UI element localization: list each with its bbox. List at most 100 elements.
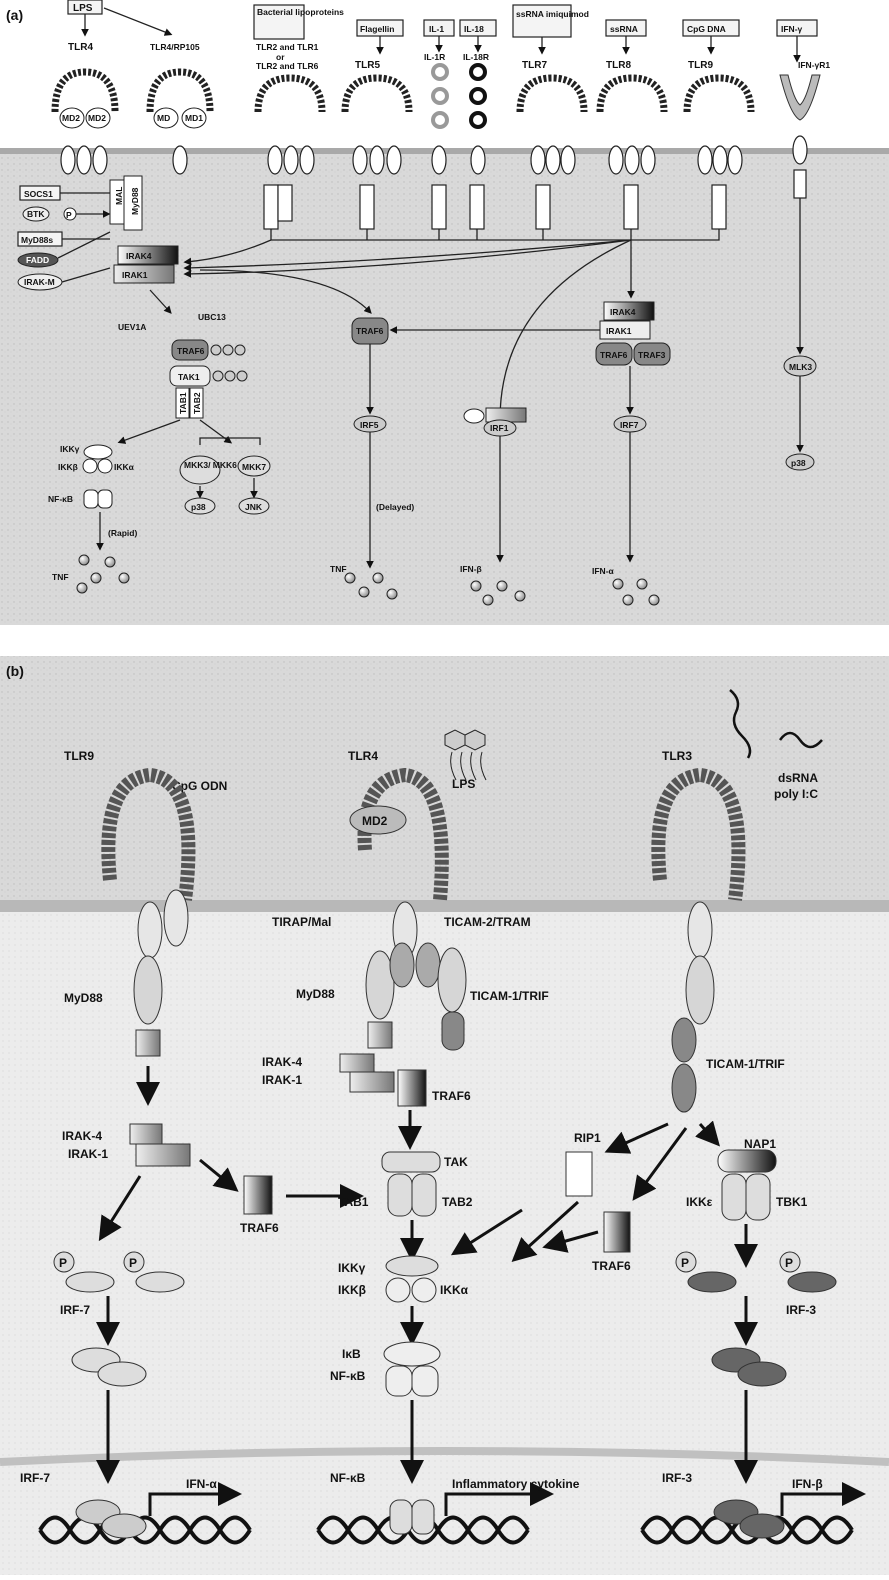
mapk-mkk36: MKK3/ MKK6 xyxy=(184,460,237,470)
ikk-beta: IKKβ xyxy=(58,462,78,472)
central-irf7: IRF7 xyxy=(620,420,639,430)
mapk-p38: p38 xyxy=(191,502,206,512)
ligand-lps: LPS xyxy=(73,3,93,14)
adaptor-mal: MAL xyxy=(114,187,124,205)
il-receptor-chains xyxy=(433,65,485,127)
ifngr1-receptor xyxy=(780,75,820,120)
pb-poly-ic: poly I:C xyxy=(774,787,818,801)
reg-phospho: P xyxy=(66,210,72,220)
central-traf6-b: TRAF6 xyxy=(600,350,628,360)
pb-nuc-inflam: Inflammatory cytokine xyxy=(452,1477,580,1491)
pb-nuc-nfkb: NF-κB xyxy=(330,1471,366,1485)
pb-nap1: NAP1 xyxy=(744,1137,776,1151)
ikk-gamma: IKKγ xyxy=(60,444,80,454)
pb-tab1: TAB1 xyxy=(338,1195,369,1209)
mid-tab1: TAB1 xyxy=(178,392,188,414)
pb-myd88-left: MyD88 xyxy=(64,991,103,1005)
pb-irf3: IRF-3 xyxy=(786,1303,816,1317)
panel-a-label: (a) xyxy=(6,7,23,23)
ligand-ssrna-imiquimod: ssRNA imiquimod xyxy=(516,9,589,19)
pb-traf6-mid: TRAF6 xyxy=(432,1089,471,1103)
pb-tab2: TAB2 xyxy=(442,1195,473,1209)
ligand-ifn-gamma: IFN-γ xyxy=(781,24,803,34)
receptor-tlr4: TLR4 xyxy=(68,42,93,53)
adaptor-irak1: IRAK1 xyxy=(122,270,148,280)
pb-irak4-mid: IRAK-4 xyxy=(262,1055,302,1069)
receptor-tlr2-tlr6: TLR2 and TLR6 xyxy=(256,61,319,71)
out-ifnb: IFN-β xyxy=(460,564,482,574)
pb-ikk-beta: IKKβ xyxy=(338,1283,366,1297)
ligand-il18: IL-18 xyxy=(464,24,484,34)
pb-p-3: P xyxy=(681,1256,689,1270)
ligand-il1: IL-1 xyxy=(429,24,444,34)
mid-ubc13: UBC13 xyxy=(198,312,226,322)
md2-right: MD2 xyxy=(88,113,106,123)
pb-ikb: IκB xyxy=(342,1347,361,1361)
out-rapid: (Rapid) xyxy=(108,528,137,538)
mapk-mkk7: MKK7 xyxy=(242,462,266,472)
ligand-cpg-dna: CpG DNA xyxy=(687,24,726,34)
tlr-ectodomains xyxy=(55,72,751,112)
pb-irf7: IRF-7 xyxy=(60,1303,90,1317)
ligand-boxes: LPS Bacterial lipoproteins Flagellin IL-… xyxy=(68,0,817,39)
adaptor-myd88: MyD88 xyxy=(130,187,140,215)
pb-ikk-epsilon: IKKε xyxy=(686,1195,713,1209)
pb-dsrna: dsRNA xyxy=(778,771,818,785)
md1: MD1 xyxy=(185,113,203,123)
pb-p-4: P xyxy=(785,1256,793,1270)
pb-ticam1-right: TICAM-1/TRIF xyxy=(706,1057,785,1071)
panel-b-membrane xyxy=(0,900,889,912)
receptor-il18r: IL-18R xyxy=(463,52,489,62)
reg-myd88s: MyD88s xyxy=(21,235,53,245)
mapk-jnk: JNK xyxy=(245,502,263,512)
panel-b-label: (b) xyxy=(6,663,24,679)
pb-irak1-left: IRAK-1 xyxy=(68,1147,108,1161)
receptor-tlr7: TLR7 xyxy=(522,60,547,71)
md2-left: MD2 xyxy=(62,113,80,123)
pb-tirap: TIRAP/Mal xyxy=(272,915,331,929)
pb-traf6-left: TRAF6 xyxy=(240,1221,279,1235)
receptor-tlr2-tlr1: TLR2 and TLR1 xyxy=(256,42,319,52)
pb-tlr9: TLR9 xyxy=(64,749,94,763)
panel-b-cytoplasm xyxy=(0,912,889,1575)
pb-irak1-mid: IRAK-1 xyxy=(262,1073,302,1087)
panel-a: (a) LPS Bacterial lipoproteins Flagellin… xyxy=(0,0,889,625)
adaptor-irak4: IRAK4 xyxy=(126,251,152,261)
out-ifna: IFN-α xyxy=(592,566,615,576)
ikk-nfkb: NF-κB xyxy=(48,494,73,504)
pb-nuc-ifnb: IFN-β xyxy=(792,1477,823,1491)
pb-nfkb: NF-κB xyxy=(330,1369,366,1383)
md-rp105: MD xyxy=(157,113,170,123)
central-traf3: TRAF3 xyxy=(638,350,666,360)
ikk-alpha: IKKα xyxy=(114,462,135,472)
pb-tlr3: TLR3 xyxy=(662,749,692,763)
pb-irak4-left: IRAK-4 xyxy=(62,1129,102,1143)
receptor-tlr9: TLR9 xyxy=(688,60,713,71)
reg-socs1: SOCS1 xyxy=(24,189,53,199)
receptor-tlr5: TLR5 xyxy=(355,60,380,71)
pb-myd88-mid: MyD88 xyxy=(296,987,335,1001)
pb-ikk-gamma: IKKγ xyxy=(338,1261,366,1275)
ligand-ssrna: ssRNA xyxy=(610,24,638,34)
pb-nuc-irf7: IRF-7 xyxy=(20,1471,50,1485)
pb-ticam1-mid: TICAM-1/TRIF xyxy=(470,989,549,1003)
central-irf5: IRF5 xyxy=(360,420,379,430)
pb-ticam2: TICAM-2/TRAM xyxy=(444,915,531,929)
receptor-il1r: IL-1R xyxy=(424,52,445,62)
pb-p-2: P xyxy=(129,1256,137,1270)
central-p38: p38 xyxy=(791,458,806,468)
mid-traf6: TRAF6 xyxy=(177,346,205,356)
pb-nuc-ifna: IFN-α xyxy=(186,1477,217,1491)
panel-b: (b) TLR9 CpG ODN TLR4 LPS TLR3 dsRNA pol… xyxy=(0,656,889,1575)
central-irf1: IRF1 xyxy=(490,423,509,433)
reg-btk: BTK xyxy=(27,209,45,219)
pb-md2: MD2 xyxy=(362,814,388,828)
mid-tak1: TAK1 xyxy=(178,372,200,382)
panel-divider xyxy=(0,626,889,656)
central-mlk3: MLK3 xyxy=(789,362,812,372)
receptor-tlr4-rp105: TLR4/RP105 xyxy=(150,42,200,52)
pb-tlr4: TLR4 xyxy=(348,749,378,763)
pb-ikk-alpha: IKKα xyxy=(440,1283,469,1297)
out-delayed: (Delayed) xyxy=(376,502,414,512)
